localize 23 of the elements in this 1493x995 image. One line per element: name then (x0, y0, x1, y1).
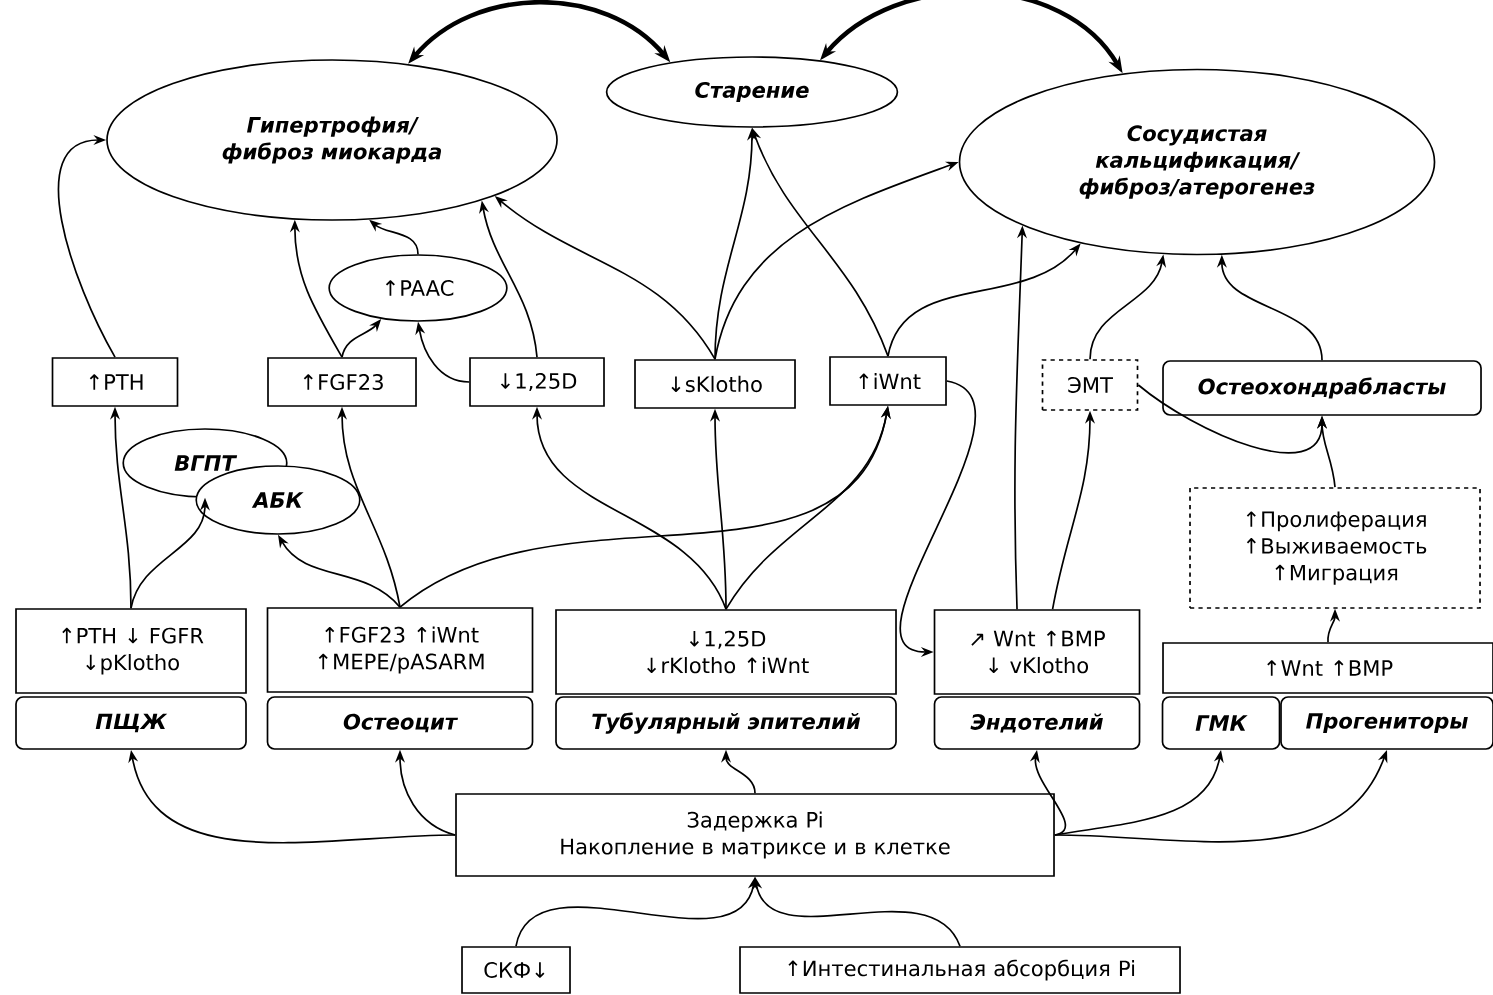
factor-box: ↓1,25D ↓rKlotho ↑iWnt (555, 609, 897, 695)
factor-box: ↓1,25D (469, 357, 605, 407)
factor-box: ↑iWnt (829, 356, 947, 406)
cell-label-box: ПЩЖ (15, 696, 247, 750)
factor-box: ↑Интестинальная абсорбция Pi (739, 946, 1181, 994)
factor-box: ↗ Wnt ↑BMP ↓ vKlotho (933, 609, 1141, 695)
dashed-box: ↑Пролиферация ↑Выживаемость ↑Миграция (1189, 487, 1481, 609)
factor-box: ↓sKlotho (634, 359, 796, 409)
arrow (58, 134, 116, 358)
cell-label-box: Остеоцит (266, 696, 534, 750)
cell-label-box: ГМК (1161, 696, 1281, 750)
factor-box: ↑Wnt ↑BMP (1162, 642, 1493, 694)
factor-box: СКФ↓ (461, 946, 571, 994)
dashed-box: ЭМТ (1041, 359, 1139, 411)
factor-box: ↑PTH ↓ FGFR ↓pKlotho (15, 608, 247, 694)
factor-box: ↑FGF23 (267, 357, 417, 407)
factor-box: ↑PTH (51, 357, 179, 407)
cell-label-box: Эндотелий (933, 696, 1141, 750)
cell-label-box: Остеохондрабласты (1162, 360, 1482, 416)
factor-box: Задержка Pi Накопление в матриксе и в клетке (455, 793, 1055, 877)
cell-label-box: Тубулярный эпителий (555, 696, 897, 750)
cell-label-box: Прогениторы (1280, 696, 1493, 750)
factor-box: ↑FGF23 ↑iWnt ↑MEPE/pASARM (266, 607, 534, 693)
